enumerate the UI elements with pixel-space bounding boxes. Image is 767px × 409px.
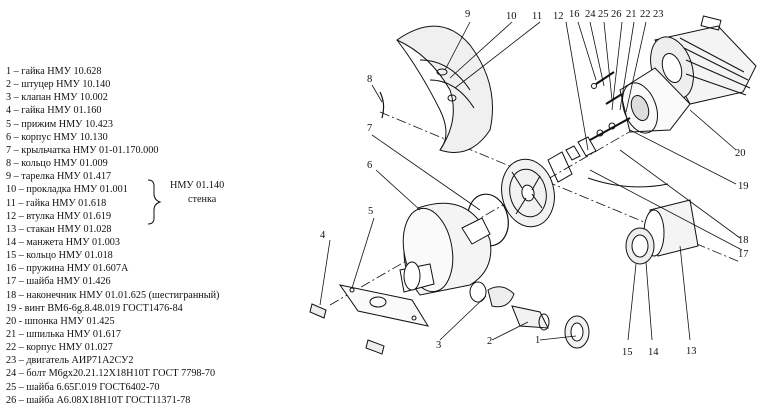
- housing-part: [399, 202, 492, 296]
- callout-16: 16: [569, 9, 580, 20]
- nut-part: [564, 315, 590, 349]
- callout-24: 24: [585, 9, 596, 20]
- parts-list-row: 3 – клапан НМУ 10.002: [6, 92, 108, 104]
- parts-list-row: 21 – шпилька НМУ 01.617: [6, 329, 121, 340]
- callout-5: 5: [368, 206, 373, 217]
- parts-list-row: 10 – прокладка НМУ 01.001: [6, 184, 128, 196]
- callout-17: 17: [738, 249, 749, 260]
- parts-list-row: 17 – шайба НМУ 01.426: [6, 276, 111, 288]
- valve-part: [469, 281, 515, 308]
- callout-1: 1: [535, 335, 540, 346]
- wing-nuts-part: [309, 303, 385, 355]
- center-axis: [329, 119, 651, 306]
- cup-seal-ring-parts: [625, 199, 699, 265]
- brace-note-code: НМУ 01.140: [170, 180, 225, 191]
- callout-8: 8: [367, 74, 372, 85]
- parts-list-row: 26 – шайба А6.08Х18Н10Т ГОСТ11371-78: [6, 394, 191, 406]
- parts-list-row: 6 – корпус НМУ 10.130: [6, 131, 108, 143]
- o-ring-part: [379, 91, 385, 119]
- callout-26: 26: [611, 9, 622, 20]
- callout-20: 20: [735, 148, 746, 159]
- bolts-part: [591, 71, 623, 105]
- parts-list-row: 24 – болт М6gх20.21.12Х18Н10Т ГОСТ 7798-…: [6, 368, 216, 380]
- callout-2: 2: [487, 336, 492, 347]
- parts-list-row: 19 - винт ВМ6-6g.8.48.019 ГОСТ1476-84: [6, 302, 183, 314]
- parts-list-row: 5 – прижим НМУ 10.423: [6, 118, 113, 130]
- callout-10: 10: [506, 11, 517, 22]
- parts-list-row: 14 – манжета НМУ 01.003: [6, 236, 120, 248]
- callout-23: 23: [653, 9, 664, 20]
- callout-labels: 9 10 11 12 16 24 25 26 21 22 23 8 7 6 5 …: [320, 9, 749, 358]
- callout-4: 4: [320, 230, 326, 241]
- clamp-plate-part: [338, 284, 430, 327]
- parts-list-row: 9 – тарелка НМУ 01.417: [6, 171, 112, 183]
- brace-note-word: стенка: [188, 194, 217, 205]
- callout-19: 19: [738, 181, 749, 192]
- callout-15: 15: [622, 347, 633, 358]
- callout-9: 9: [465, 9, 470, 20]
- parts-list-row: 11 – гайка НМУ 01.618: [6, 197, 107, 209]
- fitting-part: [511, 305, 550, 331]
- callout-12: 12: [553, 11, 564, 22]
- callout-22: 22: [640, 9, 651, 20]
- callout-21: 21: [626, 9, 637, 20]
- callout-25: 25: [598, 9, 609, 20]
- callout-14: 14: [648, 347, 659, 358]
- parts-list-row: 22 – корпус НМУ 01.027: [6, 342, 113, 354]
- shaft-assembly: [565, 117, 669, 188]
- callout-18: 18: [738, 235, 749, 246]
- motor-part: [619, 15, 757, 134]
- parts-list-row: 4 – гайка НМУ 01.160: [6, 105, 102, 117]
- leader-lines: [319, 21, 743, 341]
- impeller-part: [501, 151, 573, 228]
- parts-list-row: 18 – наконечник НМУ 01.01.625 (шестигран…: [6, 289, 220, 301]
- parts-list-row: 15 – кольцо НМУ 01.018: [6, 250, 113, 262]
- parts-list-row: 20 - шпонка НМУ 01.425: [6, 315, 115, 327]
- callout-7: 7: [367, 123, 372, 134]
- callout-3: 3: [436, 340, 441, 351]
- callout-6: 6: [367, 160, 372, 171]
- parts-list-row: 13 – стакан НМУ 01.028: [6, 223, 112, 235]
- parts-list-row: 12 – втулка НМУ 01.619: [6, 210, 112, 222]
- callout-11: 11: [532, 11, 542, 22]
- parts-list-row: 16 – пружина НМУ 01.607А: [6, 263, 129, 275]
- parts-list-row: 23 – двигатель АИР71А2СУ2: [6, 355, 134, 367]
- parts-list-row: 2 – штуцер НМУ 10.140: [6, 79, 111, 91]
- brace: [147, 179, 162, 225]
- parts-list-row: 1 – гайка НМУ 10.628: [6, 66, 102, 77]
- callout-13: 13: [686, 346, 697, 357]
- parts-list-row: 8 – кольцо НМУ 01.009: [6, 158, 108, 170]
- parts-list-row: 7 – крыльчатка НМУ 01-01.170.000: [6, 144, 159, 156]
- parts-list-row: 25 – шайба 6.65Г.019 ГОСТ6402-70: [6, 381, 160, 393]
- plate-part: [395, 25, 493, 153]
